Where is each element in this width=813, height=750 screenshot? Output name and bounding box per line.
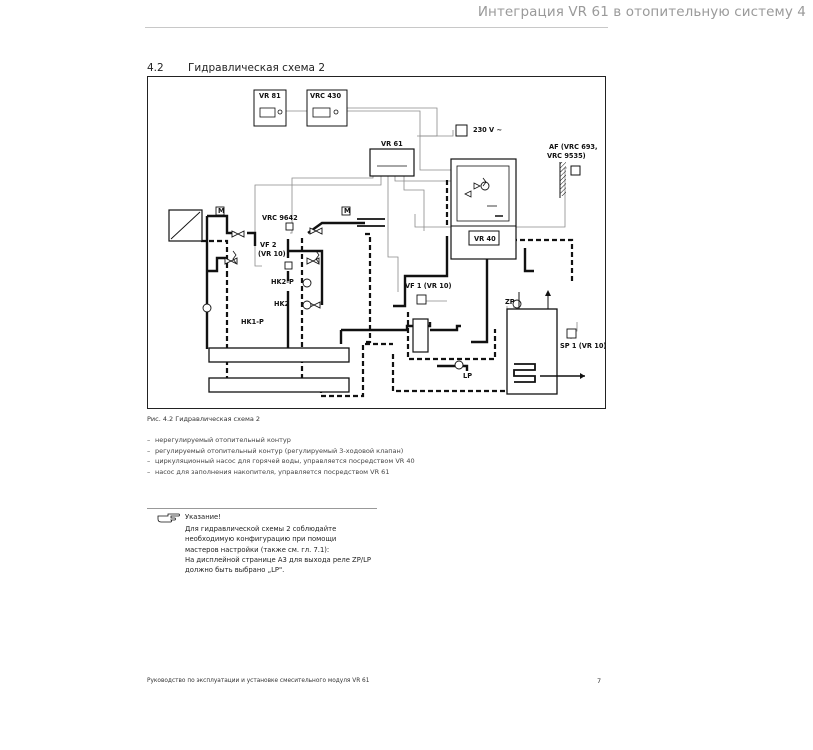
label-vrc9642: VRC 9642 xyxy=(262,214,298,222)
manifold-return xyxy=(208,377,350,393)
label-hk2: HK2 xyxy=(274,300,290,308)
label-af-1: AF (VRC 693, xyxy=(549,143,598,151)
note-line: мастеров настройки (также см. гл. 7.1): xyxy=(185,545,330,554)
label-vr40: VR 40 xyxy=(474,235,496,243)
hydraulic-separator xyxy=(412,318,429,353)
note-line: На дисплейной странице А3 для выхода рел… xyxy=(185,555,371,564)
note-title: Указание! xyxy=(185,513,221,521)
label-vr61: VR 61 xyxy=(381,140,403,148)
diagram-frame xyxy=(147,76,606,409)
label-vf2-a: VF 2 xyxy=(260,241,277,249)
note-body: Для гидравлической схемы 2 соблюдайте не… xyxy=(185,524,415,575)
note-rule xyxy=(147,508,377,509)
sensor-vf2 xyxy=(284,261,293,270)
label-vf1: VF 1 (VR 10) xyxy=(405,282,451,290)
label-af-2: VRC 9535) xyxy=(547,152,586,160)
label-lp: LP xyxy=(463,372,472,380)
manifold-supply xyxy=(208,347,350,363)
zigzag-valves xyxy=(232,177,487,264)
sensor-sp1 xyxy=(566,328,577,339)
hydraulic-diagram: VR 81 VRC 430 VR 61 230 V ~ AF (VRC 693,… xyxy=(168,89,606,398)
heat-exchanger-box xyxy=(168,209,203,242)
section-number: 4.2 xyxy=(147,62,164,74)
dhw-storage-tank xyxy=(506,290,585,395)
page-number: 7 xyxy=(597,677,602,685)
label-hk2p: HK2-P xyxy=(271,278,294,286)
vr81-controller: VR 81 xyxy=(253,89,287,127)
legend-item: насос для заполнения накопителя, управля… xyxy=(147,467,447,478)
legend-item: циркуляционный насос для горячей воды, у… xyxy=(147,456,447,467)
legend-list: нерегулируемый отопительный контур регул… xyxy=(147,435,447,477)
label-zp: ZP xyxy=(505,298,515,306)
sensor-vrc9642 xyxy=(285,222,294,231)
label-m-2: M xyxy=(344,207,351,215)
power-supply: 230 V ~ xyxy=(455,124,502,137)
label-vr81: VR 81 xyxy=(259,92,281,100)
header-rule xyxy=(145,27,608,28)
legend-item: нерегулируемый отопительный контур xyxy=(147,435,447,446)
sensor-box-2 xyxy=(341,206,351,216)
vrc430-controller: VRC 430 xyxy=(306,89,348,127)
legend-item: регулируемый отопительный контур (регули… xyxy=(147,446,447,457)
note-line: необходимую конфигурацию при помощи xyxy=(185,535,337,544)
vr61-module: VR 61 xyxy=(369,140,415,177)
note-line: Для гидравлической схемы 2 соблюдайте xyxy=(185,525,337,533)
label-vrc430: VRC 430 xyxy=(310,92,341,100)
footer-text: Руководство по эксплуатации и установке … xyxy=(147,678,370,684)
label-vf2-b: (VR 10) xyxy=(258,250,286,258)
label-sp1: SP 1 (VR 10) xyxy=(560,342,606,350)
label-230v: 230 V ~ xyxy=(473,126,502,134)
label-m-1: M xyxy=(218,207,225,215)
sensor-box-1 xyxy=(215,206,225,216)
radiator-symbol xyxy=(357,218,385,227)
flow-pipes xyxy=(205,214,534,371)
note-line: должно быть выбрано „LP". xyxy=(185,566,285,575)
section-title: Гидравлическая схема 2 xyxy=(188,62,325,74)
outdoor-sensor-af: AF (VRC 693, VRC 9535) xyxy=(547,143,598,198)
header-title: Интеграция VR 61 в отопительную систему … xyxy=(477,4,806,20)
sensor-vf1 xyxy=(416,294,427,305)
label-hk1p: HK1-P xyxy=(241,318,264,326)
figure-caption: Рис. 4.2 Гидравлическая схема 2 xyxy=(147,415,261,423)
boiler-unit: VR 40 xyxy=(450,158,517,260)
pointing-hand-icon xyxy=(157,513,180,523)
